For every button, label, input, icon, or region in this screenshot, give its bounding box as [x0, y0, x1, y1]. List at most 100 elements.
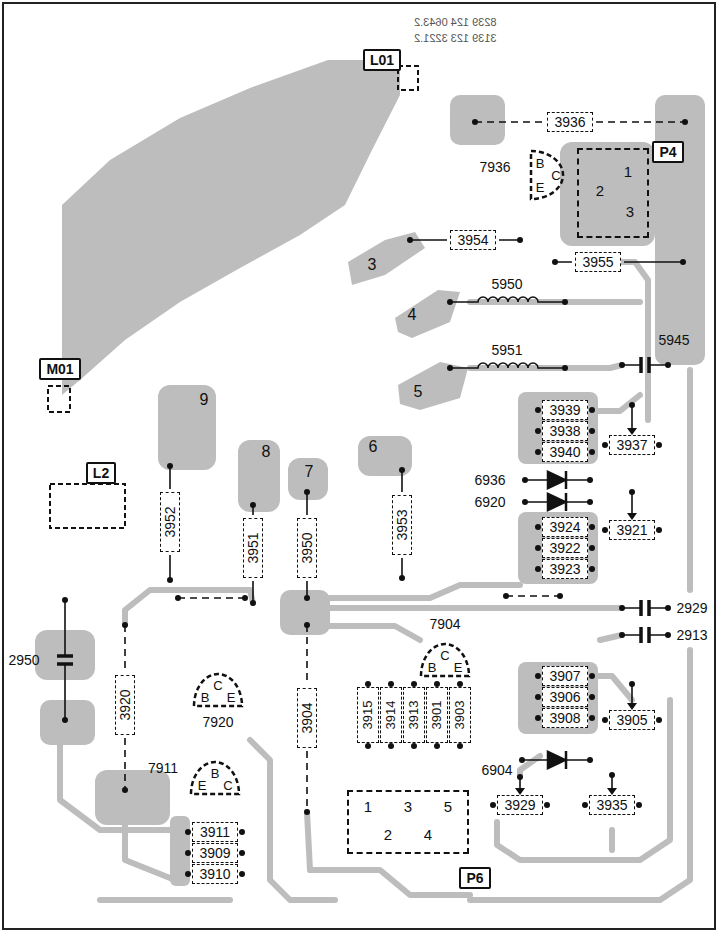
part-number: 3954	[457, 232, 488, 248]
resistor-symbol: 3924	[542, 517, 588, 537]
part-number: 3938	[549, 423, 580, 439]
resistor-symbol: 3952	[160, 492, 180, 552]
solder-dot	[636, 802, 642, 808]
capacitor-number: 2929	[676, 600, 707, 616]
copper-trace	[600, 635, 622, 640]
copper-area	[35, 60, 705, 886]
solder-dot	[122, 622, 128, 628]
solder-dot	[304, 622, 310, 628]
resistor-symbol: 3955	[575, 252, 621, 272]
diode-symbol	[548, 752, 565, 768]
diode-number: 6904	[481, 762, 512, 778]
solder-dot	[185, 871, 191, 877]
part-number: 3937	[616, 437, 647, 453]
component-lead	[64, 600, 66, 720]
solder-dot	[242, 595, 248, 601]
transistor-number: 7911	[148, 761, 178, 776]
capacitor-number: 2913	[676, 627, 707, 643]
pad-number: 4	[408, 306, 417, 324]
solder-dot	[472, 119, 478, 125]
trimmer-symbol: 3905	[609, 710, 655, 730]
solder-dot	[602, 717, 608, 723]
transistor-outline	[191, 762, 239, 794]
resistor-symbol: 3904	[297, 688, 317, 748]
pin-letter: C	[213, 678, 222, 693]
copper-trace	[250, 740, 335, 900]
solder-dot	[619, 362, 625, 368]
solder-dot	[680, 259, 686, 265]
copper-trace	[304, 598, 310, 625]
part-number: 3952	[162, 506, 178, 537]
pin-letter: E	[454, 660, 463, 675]
solder-dot	[557, 593, 563, 599]
component-outline	[398, 66, 418, 90]
solder-dot	[535, 449, 541, 455]
resistor-symbol: 3914	[380, 687, 402, 743]
pin-letter: C	[551, 168, 560, 183]
solder-dot	[250, 502, 256, 508]
print-code: 8239 124 0643.2	[414, 16, 497, 29]
board-frame	[3, 3, 715, 929]
solder-dot	[490, 802, 496, 808]
part-number: 3951	[245, 532, 261, 563]
solder-dot	[587, 757, 593, 763]
pin-letter: B	[211, 766, 220, 781]
part-label-box: L01	[363, 49, 401, 71]
solder-dot	[239, 829, 245, 835]
connector-outline: 123	[577, 148, 649, 238]
trimmer-arrow	[515, 428, 637, 795]
copper-trace	[609, 830, 615, 850]
part-number: 3901	[429, 701, 445, 730]
part-name: M01	[46, 361, 73, 377]
solder-dot	[665, 362, 671, 368]
copper-area	[40, 700, 95, 745]
part-number: 3910	[199, 866, 230, 882]
copper-area	[158, 385, 216, 470]
pin-number: 3	[626, 203, 634, 220]
solder-dot	[535, 715, 541, 721]
solder-dot	[62, 597, 68, 603]
resistor-symbol: 3908	[542, 708, 588, 728]
solder-dot	[589, 694, 595, 700]
component-lead	[506, 595, 560, 597]
diode-symbol	[565, 471, 568, 489]
copper-area	[238, 440, 280, 512]
solder-dot	[304, 809, 310, 815]
solder-dot	[503, 593, 509, 599]
capacitor-plate	[641, 357, 649, 373]
solder-dot	[535, 545, 541, 551]
component-lead	[450, 363, 565, 368]
part-number: 3913	[406, 701, 422, 730]
component-lead	[622, 364, 668, 366]
solder-dot	[304, 595, 310, 601]
coil-number: 5951	[491, 342, 522, 358]
component-outline	[50, 484, 125, 528]
transistor-number: 7920	[202, 715, 233, 730]
pin-letter: C	[440, 648, 449, 663]
resistor-symbol: 3953	[392, 495, 412, 555]
solder-dot	[544, 802, 550, 808]
resistor-symbol: 3911	[192, 822, 238, 842]
diode-number: 6920	[474, 494, 505, 510]
part-number: 3905	[616, 712, 647, 728]
copper-trace	[60, 720, 180, 830]
solder-dot	[447, 365, 453, 371]
solder-dot	[519, 757, 525, 763]
pin-number: 1	[364, 798, 372, 815]
transistor-symbol: CBE7920	[178, 650, 258, 730]
copper-area	[518, 512, 598, 584]
trimmer-arrow	[607, 788, 617, 795]
part-label-box: L2	[86, 462, 116, 484]
solder-dot	[552, 259, 558, 265]
component-lead	[520, 405, 632, 788]
part-number: 3908	[549, 710, 580, 726]
copper-trace	[60, 262, 690, 900]
solder-dot	[535, 694, 541, 700]
pin-number: 4	[424, 826, 432, 843]
solder-dot	[522, 499, 528, 505]
diode-symbol	[565, 751, 568, 769]
part-number: 3921	[616, 522, 647, 538]
solder-dot	[239, 850, 245, 856]
capacitor-plate	[57, 656, 73, 664]
component-lead	[622, 607, 668, 609]
